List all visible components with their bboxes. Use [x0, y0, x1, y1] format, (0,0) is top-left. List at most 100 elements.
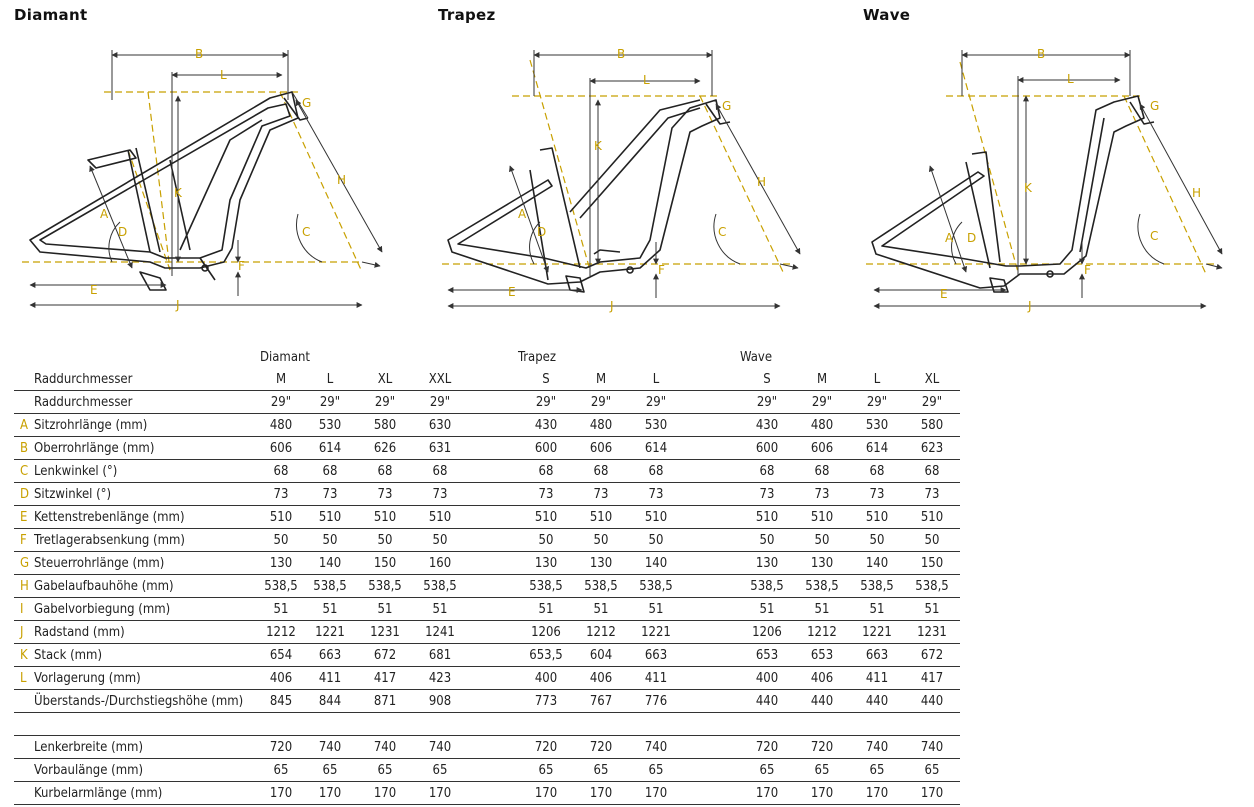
row-label: Raddurchmesser: [34, 390, 260, 414]
table-cell: 580: [904, 413, 960, 437]
table-cell: 720: [794, 735, 850, 759]
dimension-letter-k: K: [174, 186, 183, 200]
table-cell: 68: [260, 459, 302, 483]
table-cell: 68: [740, 459, 794, 483]
dimension-letter: L: [14, 666, 34, 690]
dimension-letter-c: C: [718, 225, 726, 239]
table-cell: 29": [794, 390, 850, 414]
column-gap: [684, 505, 740, 529]
table-cell: 1241: [412, 620, 468, 644]
table-cell: 654: [260, 643, 302, 667]
table-cell: 50: [794, 528, 850, 552]
dimension-letter: I: [14, 597, 34, 621]
table-cell: 65: [260, 758, 302, 782]
row-label: Kettenstrebenlänge (mm): [34, 505, 260, 529]
table-cell: 29": [740, 390, 794, 414]
table-cell: 740: [302, 735, 358, 759]
table-cell: 1221: [850, 620, 904, 644]
table-cell: 606: [574, 436, 628, 460]
dimension-letter-g: G: [302, 96, 311, 110]
table-cell: 400: [740, 666, 794, 690]
dimension-letter-e: E: [90, 283, 98, 297]
column-gap: [684, 735, 740, 759]
dimension-letter-l: L: [1067, 72, 1074, 86]
dimension-letter-h: H: [337, 173, 346, 187]
column-gap: [468, 735, 518, 759]
table-cell: 480: [260, 413, 302, 437]
dimension-letter-g: G: [722, 99, 731, 113]
dimension-letter: [14, 781, 34, 805]
dimension-letter-e: E: [940, 287, 948, 301]
table-cell: L: [850, 368, 904, 391]
table-cell: 130: [740, 551, 794, 575]
dimension-letter: C: [14, 459, 34, 483]
table-cell: 510: [574, 505, 628, 529]
column-gap: [684, 689, 740, 713]
table-cell: 73: [412, 482, 468, 506]
table-cell: 1231: [358, 620, 412, 644]
wave-title: Wave: [863, 6, 911, 24]
group-diamant: Diamant: [260, 349, 310, 365]
table-cell: XXL: [412, 368, 468, 391]
table-cell: 160: [412, 551, 468, 575]
column-gap: [684, 482, 740, 506]
column-gap: [468, 574, 518, 598]
column-gap: [684, 346, 740, 368]
table-cell: 530: [628, 413, 684, 437]
table-cell: M: [574, 368, 628, 391]
dimension-letter-b: B: [617, 47, 625, 61]
dimension-letter: [14, 758, 34, 782]
table-cell: 73: [794, 482, 850, 506]
column-gap: [684, 551, 740, 575]
column-gap: [468, 505, 518, 529]
table-cell: 630: [412, 413, 468, 437]
table-cell: 50: [740, 528, 794, 552]
table-cell: 50: [260, 528, 302, 552]
table-cell: 51: [358, 597, 412, 621]
table-cell: 1231: [904, 620, 960, 644]
table-cell: 530: [302, 413, 358, 437]
table-cell: 1206: [740, 620, 794, 644]
table-cell: 140: [302, 551, 358, 575]
table-cell: 844: [302, 689, 358, 713]
column-gap: [468, 551, 518, 575]
table-cell: 51: [302, 597, 358, 621]
table-cell: 50: [358, 528, 412, 552]
table-cell: 68: [904, 459, 960, 483]
table-cell: 440: [740, 689, 794, 713]
table-cell: 130: [260, 551, 302, 575]
table-cell: 623: [904, 436, 960, 460]
table-cell: 417: [904, 666, 960, 690]
table-cell: 417: [358, 666, 412, 690]
column-gap: [684, 528, 740, 552]
table-cell: 663: [302, 643, 358, 667]
table-cell: 1221: [628, 620, 684, 644]
table-cell: 1221: [302, 620, 358, 644]
table-cell: 440: [904, 689, 960, 713]
row-label: Lenkerbreite (mm): [34, 735, 260, 759]
column-gap: [468, 459, 518, 483]
table-cell: 440: [850, 689, 904, 713]
table-cell: 580: [358, 413, 412, 437]
table-cell: 510: [904, 505, 960, 529]
table-cell: 68: [850, 459, 904, 483]
table-cell: L: [628, 368, 684, 391]
table-cell: 767: [574, 689, 628, 713]
table-cell: 440: [794, 689, 850, 713]
column-gap: [468, 666, 518, 690]
row-label: Radstand (mm): [34, 620, 260, 644]
column-gap: [684, 574, 740, 598]
table-cell: 538,5: [850, 574, 904, 598]
table-cell: 130: [574, 551, 628, 575]
column-gap: [468, 781, 518, 805]
column-gap: [468, 436, 518, 460]
dimension-letter: D: [14, 482, 34, 506]
table-cell: 631: [412, 436, 468, 460]
